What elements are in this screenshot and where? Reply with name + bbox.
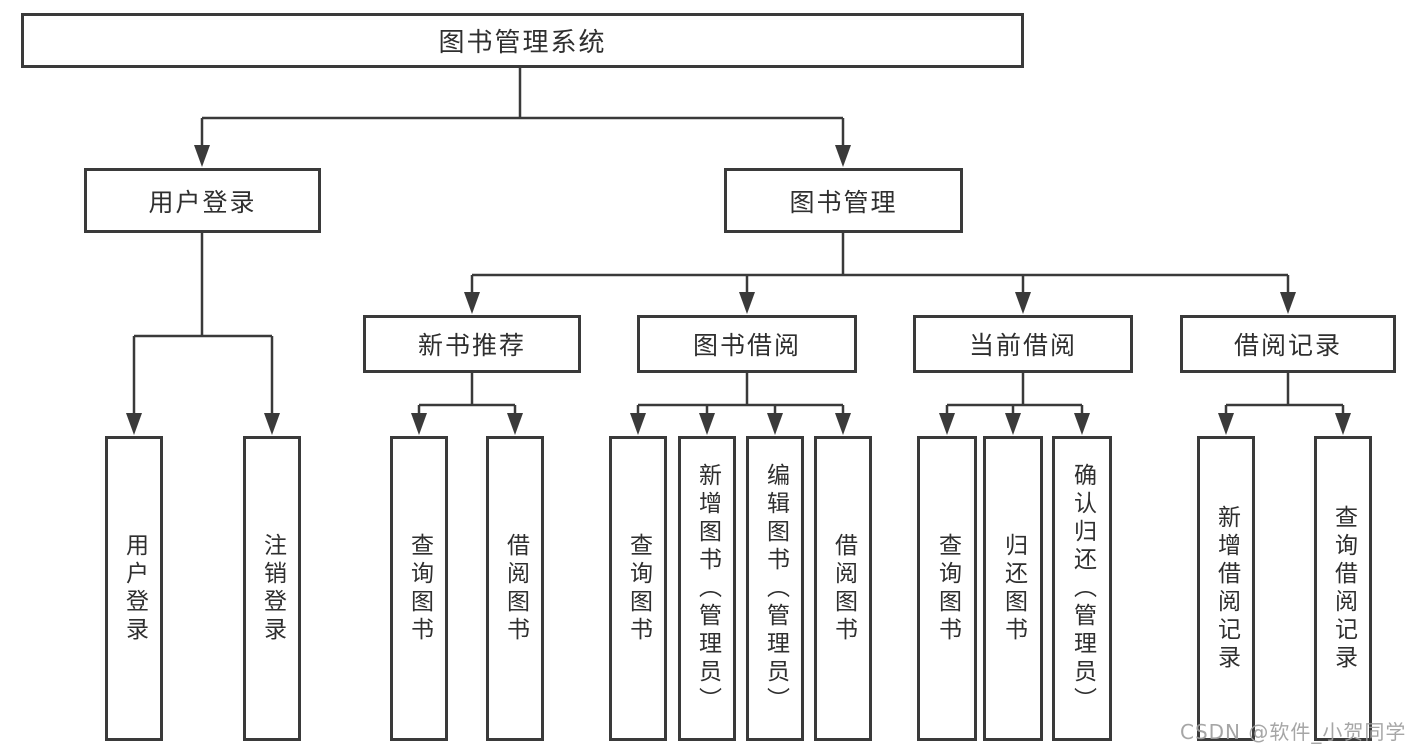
node-label: 当前借阅 [968, 331, 1077, 360]
arrow-icon [411, 413, 427, 435]
node-label: 用户登录 [148, 187, 257, 217]
leaf-newbooks-query-books: 查询图书 [390, 436, 448, 741]
node-book-borrowing: 图书借阅 [637, 315, 857, 373]
node-label: 借阅图书 [830, 532, 857, 645]
leaf-borrow-query-books: 查询图书 [609, 436, 667, 741]
leaf-current-confirm-return-admin: 确认归还（管理员） [1052, 436, 1112, 741]
arrow-icon [739, 292, 755, 314]
arrow-icon [630, 413, 646, 435]
leaf-borrow-add-books-admin: 新增图书（管理员） [678, 436, 736, 741]
watermark: CSDN @软件_小贺同学 [1180, 720, 1405, 744]
arrow-icon [1074, 413, 1090, 435]
arrow-icon [507, 413, 523, 435]
arrow-icon [1280, 292, 1296, 314]
node-new-book-recommendation: 新书推荐 [363, 315, 581, 373]
arrow-icon [1005, 413, 1021, 435]
arrow-icon [1218, 413, 1234, 435]
node-label: 查询图书 [934, 532, 961, 645]
node-current-borrowing: 当前借阅 [913, 315, 1133, 373]
arrow-icon [264, 413, 280, 435]
node-label: 新增借阅记录 [1213, 504, 1240, 673]
arrow-icon [767, 413, 783, 435]
node-label: 归还图书 [1000, 532, 1027, 645]
node-label: 图书管理 [789, 187, 898, 217]
leaf-current-query-books: 查询图书 [917, 436, 977, 741]
node-library-management-system: 图书管理系统 [21, 13, 1024, 68]
node-label: 图书管理系统 [438, 28, 607, 58]
node-label: 新书推荐 [417, 331, 526, 360]
node-label: 注销登录 [259, 532, 286, 645]
node-borrowing-records: 借阅记录 [1180, 315, 1396, 373]
node-label: 新增图书（管理员） [694, 462, 721, 715]
arrow-icon [1015, 292, 1031, 314]
node-label: 查询借阅记录 [1330, 504, 1357, 673]
leaf-records-add-borrow-record: 新增借阅记录 [1197, 436, 1255, 741]
arrow-icon [464, 292, 480, 314]
node-label: 借阅记录 [1233, 331, 1342, 360]
node-label: 图书借阅 [692, 331, 801, 360]
arrow-icon [1335, 413, 1351, 435]
arrow-icon [194, 145, 210, 167]
leaf-borrow-borrow-books: 借阅图书 [814, 436, 872, 741]
leaf-logout: 注销登录 [243, 436, 301, 741]
leaf-records-query-borrow-record: 查询借阅记录 [1314, 436, 1372, 741]
arrow-icon [835, 145, 851, 167]
arrow-icon [126, 413, 142, 435]
node-user-login: 用户登录 [84, 168, 321, 233]
leaf-newbooks-borrow-books: 借阅图书 [486, 436, 544, 741]
node-label: 借阅图书 [502, 532, 529, 645]
leaf-user-login: 用户登录 [105, 436, 163, 741]
arrow-icon [699, 413, 715, 435]
arrow-icon [835, 413, 851, 435]
leaf-borrow-edit-books-admin: 编辑图书（管理员） [746, 436, 804, 741]
node-label: 确认归还（管理员） [1069, 462, 1096, 715]
leaf-current-return-books: 归还图书 [983, 436, 1043, 741]
node-book-management: 图书管理 [724, 168, 963, 233]
node-label: 编辑图书（管理员） [762, 462, 789, 715]
arrow-icon [939, 413, 955, 435]
node-label: 用户登录 [121, 532, 148, 645]
node-label: 查询图书 [406, 532, 433, 645]
node-label: 查询图书 [625, 532, 652, 645]
